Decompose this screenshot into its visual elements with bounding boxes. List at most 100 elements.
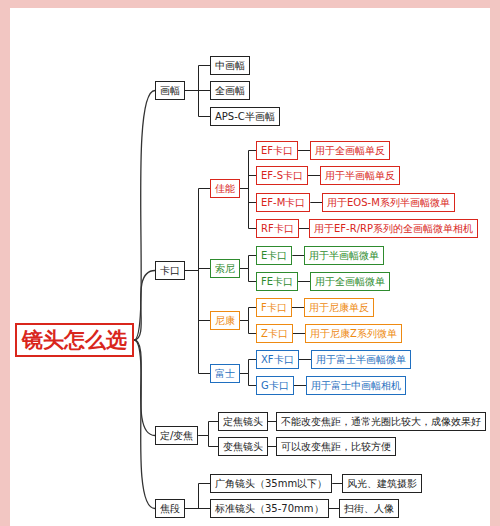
node-text: F卡口 (261, 301, 287, 314)
node-text: 用于全画幅微单 (315, 275, 385, 288)
topic-box: 尼康 (210, 311, 240, 330)
connector-line (240, 308, 256, 321)
note-box: 不能改变焦距，通常光圈比较大，成像效果好 (276, 412, 486, 431)
connector-line (294, 385, 306, 386)
connector-line (240, 360, 256, 374)
note-box: 用于全画幅微单 (310, 272, 390, 291)
node-text: 画幅 (160, 84, 180, 97)
topic-box: F卡口 (256, 298, 292, 317)
connector-line (240, 374, 256, 386)
topic-box: Z卡口 (256, 324, 293, 343)
topic-box: 画幅 (155, 81, 185, 100)
note-box: 用于EOS-M系列半画幅微单 (322, 193, 455, 212)
node-text: 索尼 (215, 262, 235, 275)
connector-line (268, 446, 276, 447)
connector-line (299, 228, 309, 229)
connector-line (240, 176, 256, 189)
node-text: 全画幅 (215, 84, 245, 97)
connector-line (310, 202, 322, 203)
node-text: 变焦镜头 (223, 440, 263, 453)
topic-box: 广角镜头（35mm以下） (210, 474, 332, 493)
node-text: EF-M卡口 (261, 196, 305, 209)
connector-line (308, 175, 320, 176)
topic-box: G卡口 (256, 376, 294, 395)
node-text: 扫街、人像 (344, 502, 394, 515)
node-text: APS-C半画幅 (215, 110, 275, 123)
connector-line (240, 269, 256, 282)
connector-line (268, 421, 276, 422)
connector-line (198, 422, 218, 436)
topic-box: 定焦镜头 (218, 412, 268, 431)
note-box: 风光、建筑摄影 (342, 474, 422, 493)
connector-line (292, 307, 304, 308)
node-text: EF卡口 (261, 144, 293, 157)
node-text: 用于尼康单反 (309, 301, 369, 314)
node-text: RF卡口 (261, 222, 294, 235)
node-text: Z卡口 (261, 327, 288, 340)
topic-box: 定/变焦 (155, 426, 198, 445)
note-box: 用于富士半画幅微单 (311, 350, 411, 369)
connector-line (134, 271, 155, 341)
node-text: 广角镜头（35mm以下） (215, 477, 327, 490)
connector-line (299, 359, 311, 360)
topic-box: 焦段 (155, 499, 185, 518)
topic-box: EF-M卡口 (256, 193, 310, 212)
connector-line (134, 340, 155, 509)
topic-box: FE卡口 (256, 272, 298, 291)
topic-box: 索尼 (210, 259, 240, 278)
root-topic: 镜头怎么选 (15, 323, 134, 357)
node-text: 卡口 (160, 264, 180, 277)
topic-box: 标准镜头（35-70mm） (210, 499, 329, 518)
connector-line (240, 189, 256, 229)
connector-line (329, 508, 339, 509)
node-text: 不能改变焦距，通常光圈比较大，成像效果好 (281, 415, 481, 428)
node-text: 用于富士中画幅相机 (311, 379, 401, 392)
topic-box: RF卡口 (256, 219, 299, 238)
connector-line (185, 66, 210, 91)
note-box: 用于尼康单反 (304, 298, 374, 317)
connector-line (332, 483, 342, 484)
topic-box: EF-S卡口 (256, 166, 308, 185)
connector-line (185, 271, 210, 321)
connector-line (134, 91, 155, 341)
connector-line (185, 189, 210, 271)
node-text: 用于富士半画幅微单 (316, 353, 406, 366)
connector-line (240, 321, 256, 334)
connector-line (240, 151, 256, 189)
connector-line (240, 256, 256, 269)
node-text: 定焦镜头 (223, 415, 263, 428)
topic-box: APS-C半画幅 (210, 107, 280, 126)
topic-box: 中画幅 (210, 56, 250, 75)
node-text: 镜头怎么选 (22, 328, 127, 352)
note-box: 用于半画幅微单 (304, 246, 384, 265)
node-text: FE卡口 (261, 275, 293, 288)
connector-line (185, 271, 210, 374)
node-text: XF卡口 (261, 353, 294, 366)
note-box: 用于尼康Z系列微单 (305, 324, 402, 343)
topic-box: 全画幅 (210, 81, 250, 100)
note-box: 可以改变焦距，比较方便 (276, 437, 396, 456)
node-text: 中画幅 (215, 59, 245, 72)
connector-line (185, 508, 210, 509)
node-text: 用于尼康Z系列微单 (310, 327, 397, 340)
topic-box: E卡口 (256, 246, 292, 265)
connector-line (198, 436, 218, 447)
note-box: 用于半画幅单反 (320, 166, 400, 185)
topic-box: XF卡口 (256, 350, 299, 369)
note-box: 扫街、人像 (339, 499, 399, 518)
node-text: EF-S卡口 (261, 169, 303, 182)
connector-line (292, 255, 304, 256)
topic-box: 卡口 (155, 261, 185, 280)
node-text: 尼康 (215, 314, 235, 327)
topic-box: 佳能 (210, 179, 240, 198)
node-text: 佳能 (215, 182, 235, 195)
node-text: 用于半画幅单反 (325, 169, 395, 182)
connector-line (293, 333, 305, 334)
connector-line (298, 150, 310, 151)
note-box: 用于全画幅单反 (310, 141, 390, 160)
node-text: E卡口 (261, 249, 287, 262)
topic-box: EF卡口 (256, 141, 298, 160)
node-text: 用于全画幅单反 (315, 144, 385, 157)
connector-line (134, 340, 155, 436)
